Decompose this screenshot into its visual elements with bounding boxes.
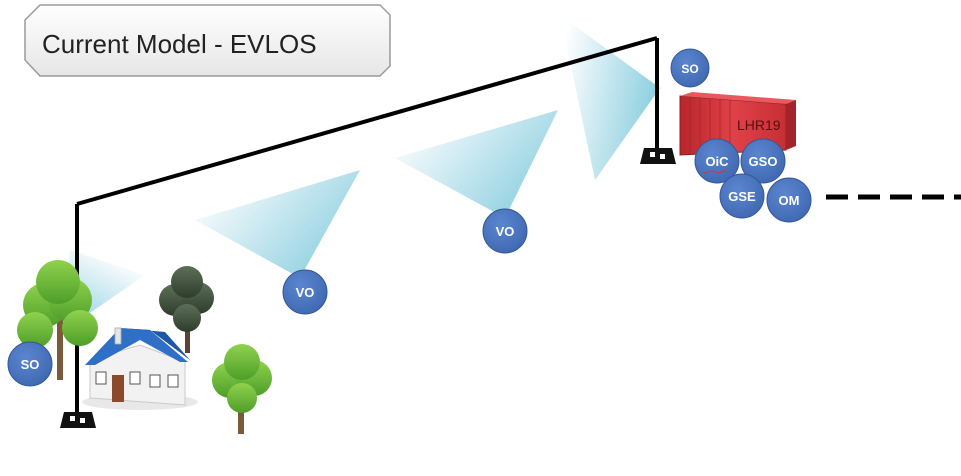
role-om: OM	[766, 177, 812, 223]
beam-vo-1	[195, 170, 360, 278]
role-so-top: SO	[670, 48, 710, 88]
svg-text:OiC: OiC	[705, 154, 729, 169]
svg-text:SO: SO	[21, 357, 40, 372]
role-gse: GSE	[719, 173, 765, 219]
role-gso: GSO	[740, 138, 786, 184]
role-oic: OiC	[694, 138, 740, 184]
svg-text:GSO: GSO	[749, 154, 778, 169]
wire-diagonal	[76, 36, 658, 206]
role-vo-2: VO	[482, 208, 528, 254]
svg-text:SO: SO	[681, 62, 698, 76]
beam-top-right	[560, 15, 660, 180]
base-station-icon	[640, 148, 676, 164]
beam-vo-2	[395, 110, 558, 218]
svg-text:GSE: GSE	[728, 189, 756, 204]
base-station-icon	[60, 412, 96, 428]
tree-icon	[159, 266, 214, 353]
role-so-left: SO	[7, 341, 53, 387]
sightline-beams	[65, 15, 660, 330]
svg-text:VO: VO	[496, 224, 515, 239]
role-vo-1: VO	[282, 269, 328, 315]
tree-icon	[17, 260, 98, 380]
svg-text:VO: VO	[296, 285, 315, 300]
house-icon	[82, 327, 198, 410]
title-box: Current Model - EVLOS	[24, 4, 391, 77]
container-label: LHR19	[737, 117, 781, 133]
tree-icon	[212, 344, 272, 434]
diagram-title: Current Model - EVLOS	[42, 29, 317, 59]
svg-text:OM: OM	[779, 193, 800, 208]
